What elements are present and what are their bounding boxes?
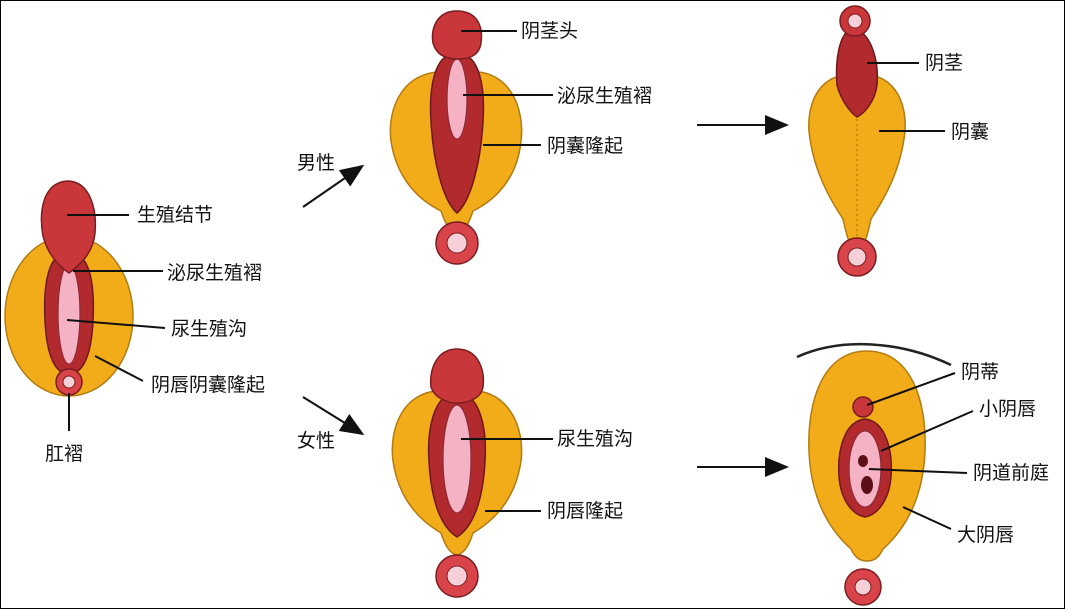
label-labia-minora: 小阴唇 bbox=[979, 398, 1036, 420]
label-urogenital-groove-left: 尿生殖沟 bbox=[171, 318, 247, 340]
male-final-figure bbox=[808, 5, 906, 277]
label-glans: 阴茎头 bbox=[521, 20, 578, 42]
label-male: 男性 bbox=[297, 152, 335, 174]
leader-urogenital-groove-left bbox=[66, 319, 166, 329]
label-urogenital-groove-female: 尿生殖沟 bbox=[557, 428, 633, 450]
male-intermediate-figure bbox=[389, 10, 523, 265]
indifferent-stage-figure bbox=[4, 180, 134, 397]
arrow-to-male bbox=[302, 164, 365, 208]
label-labial-swelling: 阴唇隆起 bbox=[547, 500, 623, 522]
label-vestibule: 阴道前庭 bbox=[973, 462, 1049, 484]
arrow-to-female bbox=[302, 396, 365, 436]
label-scrotum: 阴囊 bbox=[951, 121, 989, 143]
label-anal-fold: 肛褶 bbox=[45, 443, 83, 465]
label-genital-tubercle: 生殖结节 bbox=[137, 204, 213, 226]
urogenital-groove-female-shape bbox=[442, 404, 472, 514]
pubic-contour-line bbox=[796, 343, 952, 367]
clitoris-shape bbox=[852, 396, 874, 418]
leader-labia-majora bbox=[902, 506, 952, 530]
label-labia-majora: 大阴唇 bbox=[957, 524, 1014, 546]
label-urogenital-fold-male: 泌尿生殖褶 bbox=[557, 85, 652, 107]
label-clitoris: 阴蒂 bbox=[961, 361, 999, 383]
female-final-figure bbox=[796, 343, 952, 606]
label-scrotal-swelling: 阴囊隆起 bbox=[547, 135, 623, 157]
female-tubercle-shape bbox=[429, 348, 485, 404]
label-labioscrotal-swelling: 阴唇阴囊隆起 bbox=[151, 374, 265, 396]
glans-shape bbox=[431, 10, 483, 60]
urogenital-groove-shape bbox=[57, 263, 81, 365]
label-penis: 阴茎 bbox=[925, 52, 963, 74]
genital-tubercle-shape bbox=[40, 180, 97, 274]
penis-shape bbox=[835, 28, 879, 118]
leader-labioscrotal-swelling bbox=[94, 355, 144, 382]
female-intermediate-figure bbox=[391, 348, 523, 598]
leader-vestibule bbox=[868, 468, 968, 474]
leader-labia-minora bbox=[880, 410, 974, 452]
leader-clitoris bbox=[866, 372, 956, 406]
label-urogenital-fold-left: 泌尿生殖褶 bbox=[167, 262, 262, 284]
label-female: 女性 bbox=[297, 430, 335, 452]
